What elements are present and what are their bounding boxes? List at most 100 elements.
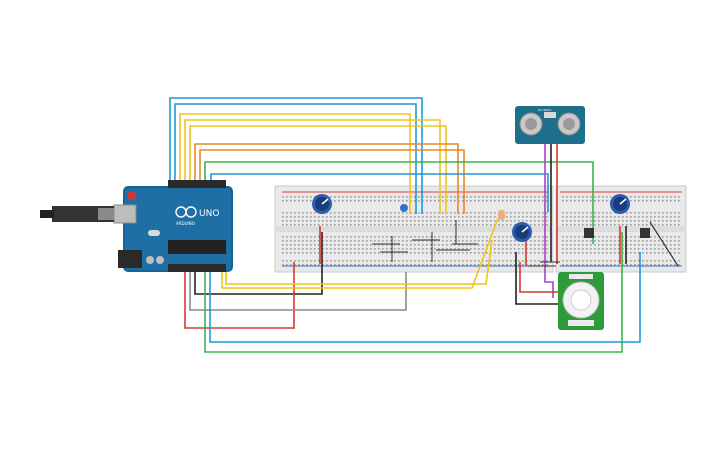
potentiometer-icon[interactable]	[312, 194, 332, 214]
breadboard-hole	[362, 220, 364, 222]
potentiometer-icon[interactable]	[610, 194, 630, 214]
breadboard-hole	[538, 200, 540, 202]
breadboard-hole	[590, 196, 592, 198]
breadboard-hole	[566, 236, 568, 238]
breadboard-hole	[506, 260, 508, 262]
breadboard-hole	[366, 236, 368, 238]
pushbutton-icon[interactable]	[640, 228, 650, 238]
breadboard-hole	[534, 216, 536, 218]
breadboard-hole	[574, 216, 576, 218]
breadboard-hole	[530, 248, 532, 250]
breadboard-hole	[630, 236, 632, 238]
breadboard-hole	[482, 240, 484, 242]
breadboard-hole	[442, 216, 444, 218]
breadboard-hole	[662, 252, 664, 254]
breadboard-hole	[418, 196, 420, 198]
breadboard-hole	[662, 220, 664, 222]
breadboard-hole	[394, 224, 396, 226]
breadboard-hole	[678, 240, 680, 242]
breadboard-hole	[302, 212, 304, 214]
breadboard-hole	[638, 236, 640, 238]
breadboard-hole	[546, 236, 548, 238]
breadboard-hole	[630, 224, 632, 226]
breadboard-hole	[314, 264, 316, 266]
breadboard-hole	[494, 240, 496, 242]
breadboard-hole	[482, 244, 484, 246]
breadboard-hole	[442, 264, 444, 266]
breadboard-hole	[462, 236, 464, 238]
breadboard-hole	[294, 200, 296, 202]
led-icon[interactable]	[400, 204, 408, 212]
pushbutton-icon[interactable]	[584, 228, 594, 238]
breadboard-hole	[466, 216, 468, 218]
breadboard-hole	[654, 224, 656, 226]
breadboard-hole	[302, 224, 304, 226]
breadboard-hole	[382, 264, 384, 266]
breadboard-hole	[546, 224, 548, 226]
breadboard-hole	[590, 248, 592, 250]
breadboard-hole	[658, 252, 660, 254]
breadboard-hole	[582, 240, 584, 242]
breadboard-hole	[330, 236, 332, 238]
breadboard-hole	[426, 252, 428, 254]
digital-header[interactable]	[168, 180, 226, 188]
breadboard-hole	[290, 248, 292, 250]
breadboard-hole	[474, 252, 476, 254]
breadboard-hole	[358, 220, 360, 222]
breadboard-hole	[454, 200, 456, 202]
breadboard-hole	[422, 240, 424, 242]
breadboard-hole	[430, 260, 432, 262]
breadboard-hole	[642, 248, 644, 250]
breadboard-hole	[430, 236, 432, 238]
breadboard-hole	[542, 216, 544, 218]
breadboard-hole	[398, 196, 400, 198]
breadboard-hole	[342, 264, 344, 266]
potentiometer-icon[interactable]	[512, 222, 532, 242]
breadboard-hole	[602, 224, 604, 226]
breadboard-hole	[506, 196, 508, 198]
wire-yellow-bottom	[221, 217, 499, 289]
breadboard-hole	[662, 216, 664, 218]
breadboard-hole	[530, 196, 532, 198]
breadboard-hole	[562, 252, 564, 254]
breadboard-hole	[418, 248, 420, 250]
breadboard-hole	[310, 264, 312, 266]
breadboard-hole	[362, 212, 364, 214]
breadboard-hole	[654, 264, 656, 266]
pir-sensor[interactable]: PIR	[558, 272, 604, 330]
breadboard-hole	[454, 236, 456, 238]
arduino-board[interactable]: UNO ARDUINO	[113, 180, 233, 272]
breadboard-hole	[594, 260, 596, 262]
breadboard-hole	[314, 248, 316, 250]
breadboard-hole	[590, 212, 592, 214]
microcontroller-chip	[168, 240, 226, 254]
breadboard-hole	[482, 264, 484, 266]
breadboard-hole	[666, 236, 668, 238]
breadboard-hole	[474, 260, 476, 262]
breadboard-hole	[298, 220, 300, 222]
analog-header[interactable]	[168, 264, 226, 272]
wire-yellow-bottom-2	[225, 239, 493, 285]
breadboard-hole	[346, 248, 348, 250]
breadboard-hole	[422, 260, 424, 262]
breadboard-hole	[666, 200, 668, 202]
breadboard-hole	[338, 200, 340, 202]
breadboard-hole	[666, 224, 668, 226]
breadboard-hole	[354, 196, 356, 198]
wires[interactable]	[169, 97, 679, 353]
reset-button[interactable]	[128, 192, 136, 200]
ultrasonic-sensor[interactable]: HC-SR04	[515, 106, 585, 144]
breadboard-hole	[370, 244, 372, 246]
breadboard-hole	[638, 216, 640, 218]
breadboard-hole	[434, 196, 436, 198]
breadboard-hole	[286, 252, 288, 254]
breadboard-hole	[530, 216, 532, 218]
breadboard-hole	[610, 216, 612, 218]
breadboard-hole	[454, 240, 456, 242]
breadboard-hole	[546, 244, 548, 246]
breadboard-hole	[662, 240, 664, 242]
breadboard-hole	[478, 244, 480, 246]
breadboard-hole	[450, 200, 452, 202]
breadboard-hole	[310, 244, 312, 246]
breadboard-hole	[410, 248, 412, 250]
